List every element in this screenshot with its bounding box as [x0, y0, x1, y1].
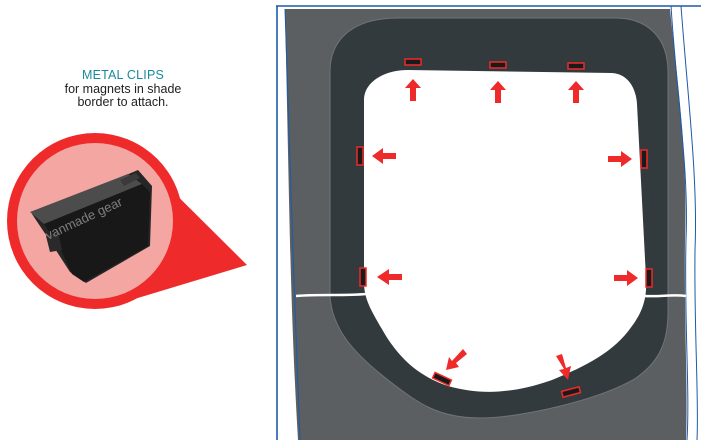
- clip-marker: [567, 62, 585, 70]
- clip-marker: [640, 149, 648, 169]
- seam-left: [295, 292, 367, 298]
- arrow-down-icon: [405, 79, 421, 101]
- seam-right: [643, 294, 687, 298]
- clip-bottom-right: [556, 354, 582, 399]
- arrow-right-icon: [614, 270, 638, 286]
- arrow-diagonal-icon: [446, 349, 467, 370]
- clip-mid-right: [608, 149, 648, 169]
- clip-marker: [404, 58, 422, 66]
- clip-low-right: [614, 268, 653, 288]
- clip-markers: [356, 58, 653, 399]
- clip-front-face: [44, 184, 150, 282]
- clip-marker: [356, 146, 364, 166]
- clip-caption: METAL CLIPS for magnets in shade border …: [28, 67, 218, 109]
- clip-top-face: [30, 174, 142, 224]
- frame-outer-line-right: [680, 5, 698, 440]
- clip-marker: [645, 268, 653, 288]
- arrow-left-icon: [372, 148, 396, 164]
- caption-line-2: border to attach.: [77, 95, 169, 109]
- arrow-down-icon: [568, 81, 584, 103]
- clip-marker: [560, 385, 582, 399]
- clip-foot: [46, 232, 62, 252]
- shade-panel: [276, 5, 701, 440]
- clip-marker: [359, 267, 367, 287]
- clip-low-left: [359, 267, 402, 287]
- arrow-down-icon: [490, 81, 506, 103]
- clip-tab: [120, 173, 140, 186]
- clip-marker: [489, 61, 507, 69]
- caption-line-1: for magnets in shade: [64, 82, 182, 96]
- clip-top-right: [567, 62, 585, 103]
- arrow-left-icon: [377, 269, 402, 285]
- arrow-right-icon: [608, 151, 632, 167]
- clip-top-left: [404, 58, 422, 101]
- frame-inner-line-left: [284, 8, 301, 440]
- window-opening: [364, 70, 647, 392]
- arrow-diagonal-icon: [556, 354, 571, 380]
- metal-clip-illustration: vanmade gear: [30, 170, 152, 283]
- clip-marker: [431, 371, 453, 387]
- clip-bottom-left: [431, 349, 467, 387]
- caption-body: for magnets in shade border to attach.: [28, 83, 218, 109]
- clip-mid-left: [356, 146, 396, 166]
- frame-inner-line-right: [670, 5, 689, 440]
- caption-title: METAL CLIPS: [81, 68, 165, 82]
- clip-top-center: [489, 61, 507, 103]
- clip-callout: vanmade gear: [7, 133, 247, 309]
